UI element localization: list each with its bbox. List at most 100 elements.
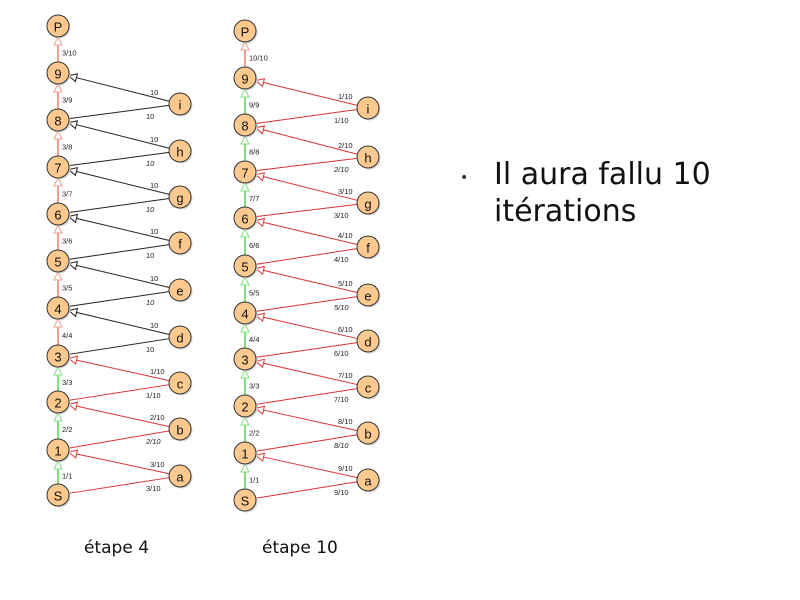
edge-label-in: 6/10 [338,325,353,334]
node-circle [233,160,257,184]
spine-node-S: S [46,483,71,508]
node-circle [233,347,257,371]
arrowhead-icon [254,265,266,276]
edge-label-in: 2/10 [150,413,165,422]
node-circle [356,96,380,120]
graph-etape-4: 3/103/93/83/73/63/54/43/32/21/1101010101… [46,14,193,508]
arrowhead-icon [67,260,79,271]
side-node-g: g [168,185,193,210]
edge-label-out: 8/10 [334,441,349,450]
edge-c-to-3 [263,362,358,386]
node-circle [168,231,192,255]
edge-g-to-7 [263,176,358,201]
edge-6-to-g [68,198,170,213]
spine-edge-label: 9/9 [249,101,259,110]
edge-label-out: 2/10 [145,437,161,446]
side-node-f: f [356,235,381,260]
arrowhead-icon [240,368,250,379]
arrowhead-icon [53,129,63,140]
node-label: 4 [54,302,61,317]
edge-label-in: 1/10 [150,367,165,376]
node-label: P [54,20,63,35]
node-label: f [178,237,182,252]
spine-edge-label: 3/10 [62,49,77,58]
edge-a-to-1 [76,453,170,475]
node-label: 5 [241,260,248,275]
side-node-a: a [168,464,193,489]
arrowhead-icon [53,176,63,187]
edge-g-to-7 [76,171,170,195]
bullet-text-line-2: itérations [494,194,637,229]
side-node-h: h [168,139,193,164]
spine-edge-label: 3/5 [62,284,72,293]
node-label: 5 [54,255,61,270]
node-circle [46,14,70,38]
edge-label-in: 10 [150,321,158,330]
node-label: 2 [54,396,61,411]
edge-label-out: 1/10 [146,391,161,400]
arrowhead-icon [67,166,79,177]
arrowhead-icon [254,172,266,182]
node-circle [46,155,70,179]
edge-b-to-2 [76,405,170,428]
spine-node-9: 9 [46,61,71,86]
edge-b-to-2 [263,409,358,432]
spine-node-5: 5 [233,254,258,279]
arrowhead-icon [254,312,266,323]
arrowhead-icon [67,307,79,318]
edge-label-in: 4/10 [338,231,353,240]
node-label: P [241,25,250,40]
node-circle [356,283,380,307]
arrowhead-icon [240,134,250,145]
node-circle [168,139,192,163]
arrowhead-icon [67,401,79,411]
spine-edge-label: 1/1 [249,476,259,485]
side-node-e: e [168,278,193,303]
arrowhead-icon [254,77,266,88]
edge-label-out: 1/10 [334,116,349,125]
edge-label-out: 10 [146,112,154,121]
edge-1-to-b [68,430,170,449]
node-label: g [364,197,371,212]
side-node-c: c [356,375,381,400]
edge-label-in: 1/10 [338,92,353,101]
edge-label-out: 10 [146,298,155,307]
node-circle [168,417,192,441]
node-circle [46,438,70,462]
node-label: 7 [54,161,61,176]
edge-a-to-1 [263,456,358,479]
edge-1-to-b [255,434,358,452]
node-circle [233,66,257,90]
edge-label-in: 10 [150,135,158,144]
node-circle [46,296,70,320]
arrowhead-icon [254,125,266,135]
edge-S-to-a [255,481,358,499]
side-node-i: i [168,92,193,117]
side-node-b: b [168,417,193,442]
spine-edge-label: 1/1 [62,472,72,481]
arrowhead-icon [53,82,63,93]
node-label: e [176,284,183,299]
spine-node-8: 8 [46,108,71,133]
spine-node-1: 1 [46,438,71,463]
spine-node-7: 7 [233,160,258,185]
side-node-g: g [356,191,381,216]
arrowhead-icon [53,365,63,376]
node-circle [233,254,257,278]
edges-layer [53,35,170,494]
arrowhead-icon [240,227,250,238]
arrowhead-icon [240,415,250,426]
arrowhead-icon [53,411,63,422]
edge-label-in: 10 [150,181,158,190]
node-label: d [364,335,371,350]
edge-label-in: 7/10 [338,371,353,380]
side-node-d: d [356,329,381,354]
spine-node-1: 1 [233,441,258,466]
caption-etape-10: étape 10 [262,538,338,558]
edge-label-out: 10 [146,345,154,354]
arrowhead-icon [53,317,63,328]
edge-label-out: 2/10 [333,165,349,174]
spine-node-9: 9 [233,66,258,91]
